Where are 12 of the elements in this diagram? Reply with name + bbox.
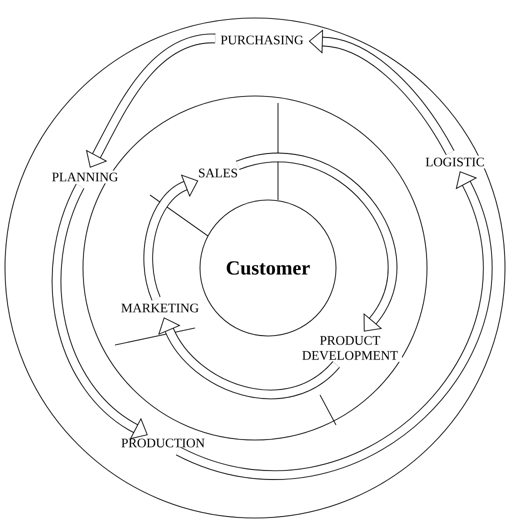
function-label: PLANNING <box>50 170 120 184</box>
curved-arrow <box>236 153 397 332</box>
curved-arrow <box>176 171 492 480</box>
curved-arrow <box>308 30 454 156</box>
function-label: LOGISTIC <box>423 156 487 168</box>
function-label: PRODUCTION <box>119 436 207 450</box>
curved-arrow <box>52 184 148 440</box>
function-label: MARKETING <box>119 302 201 314</box>
curved-arrow <box>144 174 198 300</box>
function-label: PURCHASING <box>218 34 306 46</box>
function-label: PRODUCT DEVELOPMENT <box>298 334 402 362</box>
function-label: SALES <box>196 166 240 180</box>
